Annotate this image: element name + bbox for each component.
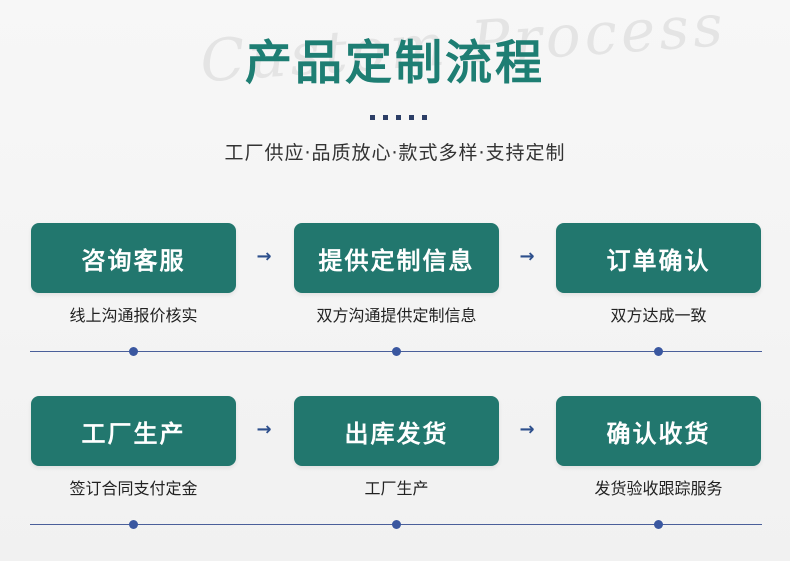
step-caption: 发货验收跟踪服务 [594, 479, 723, 498]
timeline-dot [392, 520, 401, 529]
step-consult-service: 咨询客服 [31, 223, 236, 293]
step-caption: 工厂生产 [364, 479, 429, 498]
timeline-dot [129, 520, 138, 529]
step-order-confirm: 订单确认 [556, 223, 761, 293]
right-arrow-icon: → [256, 246, 272, 267]
step-confirm-receipt: 确认收货 [556, 396, 761, 466]
page-title: 产品定制流程 [245, 36, 545, 91]
title-dots [370, 115, 427, 120]
step-caption: 双方达成一致 [610, 306, 707, 325]
process-row-1: 咨询客服 → 提供定制信息 → 订单确认 线上沟通报价核实 双方沟通提供定制信息… [0, 223, 790, 363]
step-provide-info: 提供定制信息 [294, 223, 499, 293]
timeline-dot [654, 520, 663, 529]
right-arrow-icon: → [256, 419, 272, 440]
right-arrow-icon: → [519, 419, 535, 440]
step-ship-out: 出库发货 [294, 396, 499, 466]
step-caption: 签订合同支付定金 [69, 479, 198, 498]
timeline-dot [654, 347, 663, 356]
process-row-2: 工厂生产 → 出库发货 → 确认收货 签订合同支付定金 工厂生产 发货验收跟踪服… [0, 396, 790, 536]
step-factory-production: 工厂生产 [31, 396, 236, 466]
timeline-dot [392, 347, 401, 356]
right-arrow-icon: → [519, 246, 535, 267]
timeline-dot [129, 347, 138, 356]
step-caption: 双方沟通提供定制信息 [316, 306, 477, 325]
step-caption: 线上沟通报价核实 [69, 306, 198, 325]
page-subtitle: 工厂供应·品质放心·款式多样·支持定制 [224, 142, 566, 164]
